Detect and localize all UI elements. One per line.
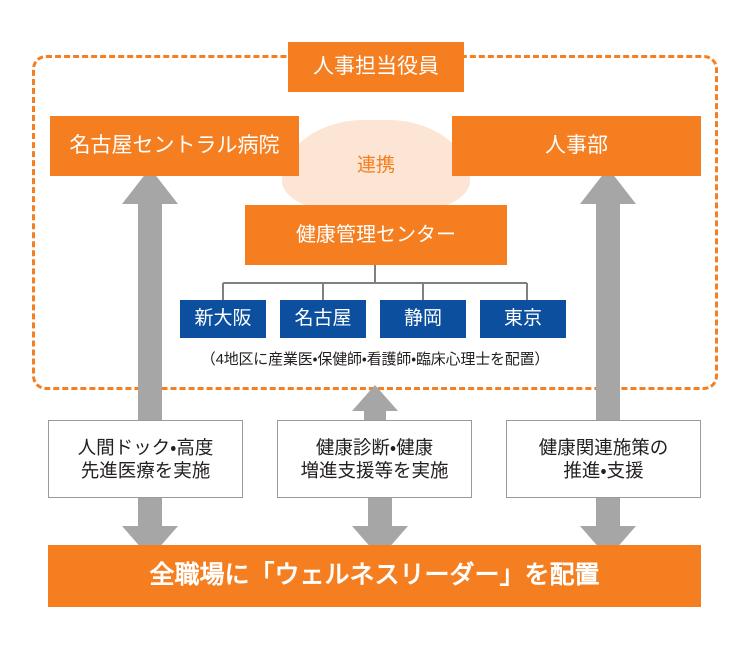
node-task-policy-support-line1: 健康関連施策の bbox=[538, 436, 669, 458]
node-executive-label: 人事担当役員 bbox=[313, 54, 439, 78]
node-task-policy-support-line2: 推進・支援 bbox=[563, 460, 644, 481]
arrow-up-right bbox=[580, 168, 636, 424]
node-site-shizuoka[interactable]: 静岡 bbox=[380, 300, 466, 338]
arrow-up-middle bbox=[352, 385, 398, 425]
node-site-shin-osaka-label: 新大阪 bbox=[194, 308, 252, 330]
node-hospital-label: 名古屋セントラル病院 bbox=[69, 133, 280, 157]
arrow-down-middle bbox=[352, 498, 408, 558]
node-site-tokyo-label: 東京 bbox=[503, 308, 542, 330]
node-task-policy-support[interactable]: 健康関連施策の 推進・支援 bbox=[506, 420, 701, 498]
node-health-management-center[interactable]: 健康管理センター bbox=[245, 205, 507, 265]
cooperation-badge-label: 連携 bbox=[356, 155, 395, 176]
node-task-health-checkup-line2: 先進医療を実施 bbox=[80, 460, 211, 481]
node-wellness-leader-banner-label: 全職場に「ウェルネスリーダー」を配置 bbox=[149, 561, 600, 590]
node-health-management-center-label: 健康管理センター bbox=[296, 223, 456, 246]
node-task-health-promotion-line1: 健康診断・健康 bbox=[315, 436, 434, 458]
node-task-health-promotion-line2: 増進支援等を実施 bbox=[300, 460, 449, 481]
node-site-nagoya-label: 名古屋 bbox=[294, 308, 352, 330]
node-wellness-leader-banner[interactable]: 全職場に「ウェルネスリーダー」を配置 bbox=[48, 545, 701, 607]
org-connector-tree bbox=[222, 263, 528, 300]
node-site-shizuoka-label: 静岡 bbox=[403, 308, 442, 330]
node-site-tokyo[interactable]: 東京 bbox=[480, 300, 566, 338]
node-task-health-checkup[interactable]: 人間ドック・高度 先進医療を実施 bbox=[48, 420, 243, 498]
node-task-health-promotion[interactable]: 健康診断・健康 増進支援等を実施 bbox=[277, 420, 472, 498]
arrow-down-right bbox=[580, 498, 636, 558]
node-task-health-checkup-line1: 人間ドック・高度 bbox=[77, 436, 214, 458]
site-staffing-note: （4地区に産業医・保健師・看護師・臨床心理士を配置） bbox=[200, 351, 550, 368]
arrow-down-left bbox=[122, 498, 178, 558]
node-site-nagoya[interactable]: 名古屋 bbox=[280, 300, 366, 338]
cooperation-badge-shape bbox=[282, 120, 470, 216]
arrow-up-left bbox=[122, 168, 178, 424]
node-executive[interactable]: 人事担当役員 bbox=[288, 42, 464, 92]
node-hr-department-label: 人事部 bbox=[545, 133, 608, 157]
node-site-shin-osaka[interactable]: 新大阪 bbox=[180, 300, 266, 338]
node-hospital[interactable]: 名古屋セントラル病院 bbox=[50, 116, 299, 176]
node-hr-department[interactable]: 人事部 bbox=[452, 116, 701, 176]
